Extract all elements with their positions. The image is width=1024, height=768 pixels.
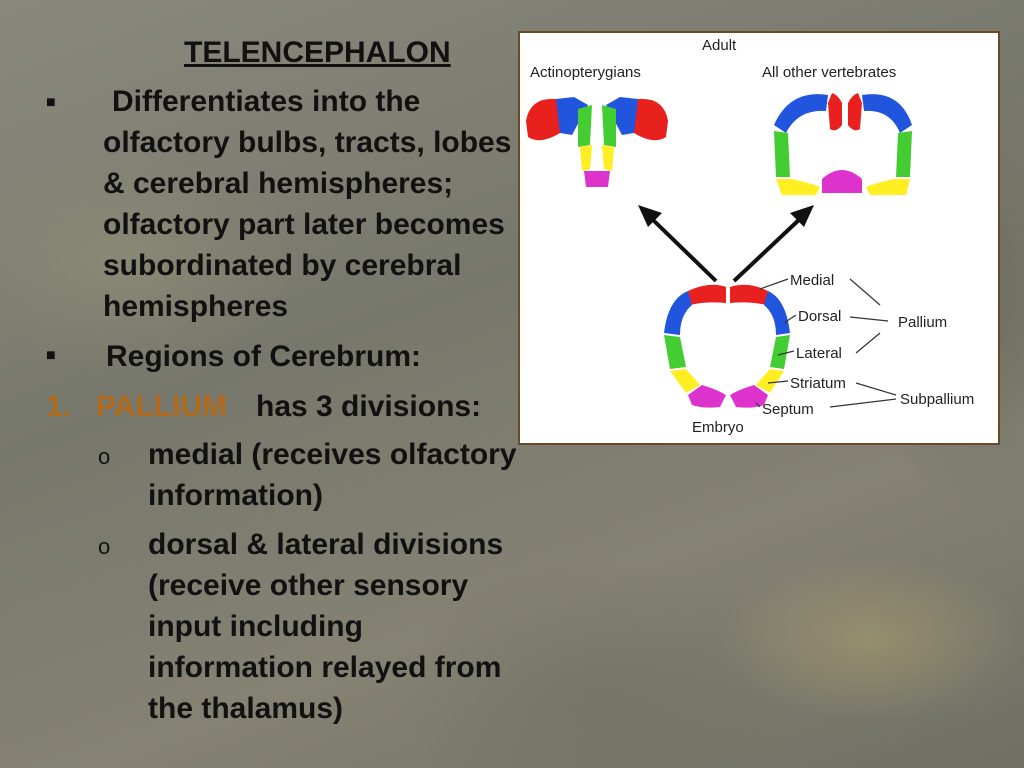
sub-bullet-line: medial (receives olfactory xyxy=(148,438,517,471)
telencephalon-diagram: Adult Actinopterygians All other vertebr… xyxy=(518,31,1000,445)
sub-bullet-line: dorsal & lateral divisions xyxy=(148,528,504,561)
slide-title: TELENCEPHALON xyxy=(184,36,451,69)
bullet-text-line: olfactory bulbs, tracts, lobes xyxy=(103,126,512,159)
lateral-region xyxy=(602,105,616,147)
sub-bullet-line: information relayed from xyxy=(148,651,502,684)
embryo-label: Embryo xyxy=(692,419,744,436)
bullet-text-line: & cerebral hemispheres; xyxy=(103,167,454,200)
lateral-label: Lateral xyxy=(796,345,842,362)
bullet-text-line: hemispheres xyxy=(103,290,289,323)
adult-label: Adult xyxy=(702,37,737,54)
lateral-region xyxy=(774,131,790,177)
lateral-region xyxy=(664,335,686,369)
square-bullet-icon: ■ xyxy=(46,94,56,111)
medial-region xyxy=(730,284,768,305)
bullet-text-line: Regions of Cerebrum: xyxy=(106,340,422,373)
striatum-label: Striatum xyxy=(790,375,846,392)
circle-bullet-icon: o xyxy=(98,444,111,469)
list-item-text: has 3 divisions: xyxy=(256,390,482,423)
lateral-region xyxy=(770,335,790,369)
striatum-region xyxy=(866,179,910,195)
leader-lines xyxy=(755,278,897,408)
striatum-region xyxy=(670,369,700,393)
sub-bullet-line: (receive other sensory xyxy=(148,569,469,602)
sub-bullet-line: information) xyxy=(148,479,323,512)
dorsal-region xyxy=(764,291,790,335)
pallium-term: PALLIUM xyxy=(96,390,228,423)
list-number: 1. xyxy=(46,390,72,423)
arrow-icon xyxy=(638,205,718,283)
septum-region xyxy=(596,171,610,187)
bullet-text-line: olfactory part later becomes xyxy=(103,208,505,241)
medial-region xyxy=(848,93,862,131)
square-bullet-icon: ■ xyxy=(46,347,56,364)
striatum-region xyxy=(602,145,614,171)
sub-bullet-line: input including xyxy=(148,610,363,643)
diagram-svg: Adult Actinopterygians All other vertebr… xyxy=(526,37,974,436)
striatum-region xyxy=(756,369,784,393)
dorsal-region xyxy=(556,97,588,135)
medial-region xyxy=(628,98,668,141)
septum-region xyxy=(822,170,862,193)
septum-region xyxy=(730,385,768,408)
dorsal-label: Dorsal xyxy=(798,308,841,325)
medial-region xyxy=(526,98,566,141)
striatum-region xyxy=(580,145,592,171)
bullet-text-line: subordinated by cerebral xyxy=(103,249,462,282)
medial-region xyxy=(688,284,726,305)
dorsal-region xyxy=(664,291,692,335)
bullet-text-line: Differentiates into the xyxy=(112,85,421,118)
sub-bullet-line: the thalamus) xyxy=(148,692,344,725)
dorsal-region xyxy=(862,94,912,133)
medial-region xyxy=(828,93,842,131)
actinopterygians-label: Actinopterygians xyxy=(530,64,641,81)
septum-region xyxy=(584,171,598,187)
vertebrates-label: All other vertebrates xyxy=(762,64,896,81)
septum-region xyxy=(688,385,726,408)
circle-bullet-icon: o xyxy=(98,534,111,559)
embryo-brain xyxy=(664,284,790,408)
arrow-icon xyxy=(732,205,814,283)
dorsal-region xyxy=(606,97,638,135)
subpallium-label: Subpallium xyxy=(900,391,974,408)
pallium-label: Pallium xyxy=(898,314,947,331)
medial-label: Medial xyxy=(790,272,834,289)
vertebrate-brain xyxy=(774,93,912,195)
actinopterygian-brain xyxy=(526,97,668,187)
septum-label: Septum xyxy=(762,401,814,418)
lateral-region xyxy=(578,105,592,147)
striatum-region xyxy=(776,179,820,195)
dorsal-region xyxy=(774,94,828,133)
lateral-region xyxy=(896,131,912,177)
